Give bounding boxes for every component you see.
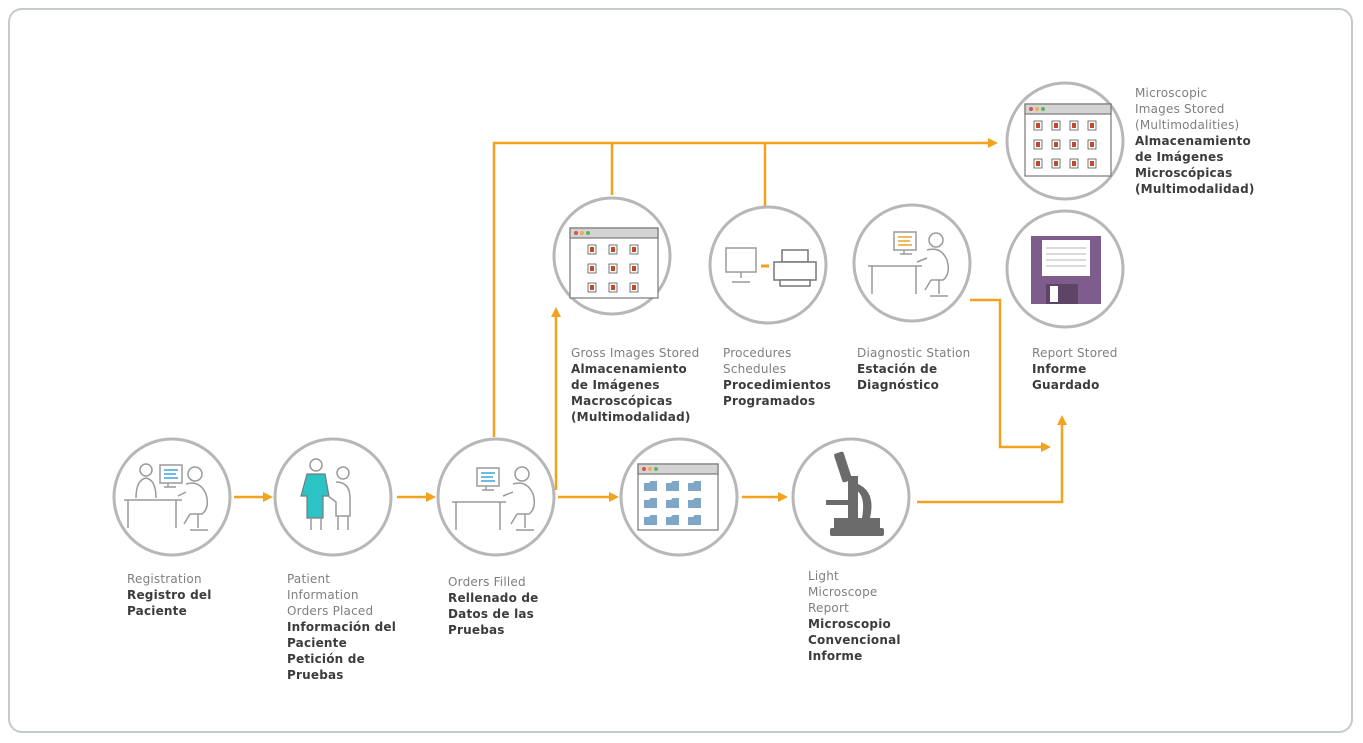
- node-procedures: [708, 205, 828, 325]
- registration-es-text: Registro del Paciente: [127, 588, 212, 618]
- node-registration: [112, 437, 232, 557]
- patient-and-nurse-icon: [300, 458, 351, 530]
- node-folder-window: [619, 437, 739, 557]
- clerk-at-desk-icon: [124, 463, 209, 531]
- label-gross-images: Gross Images Stored Almacenamiento de Im…: [571, 345, 699, 425]
- label-procedures: Procedures Schedules Procedimientos Prog…: [723, 345, 831, 409]
- gross-images-es-text: Almacenamiento de Imágenes Macroscópicas…: [571, 362, 691, 424]
- folder-window-icon: [637, 463, 719, 531]
- node-report-stored: [1005, 209, 1125, 329]
- arrow-orders-to-microscopic: [492, 138, 998, 437]
- registration-en-text: Registration: [127, 572, 202, 586]
- gross-images-en-text: Gross Images Stored: [571, 346, 700, 360]
- patient-info-es-text: Información del Paciente Petición de Pru…: [287, 620, 397, 682]
- diagnostic-es-text: Estación de Diagnóstico: [857, 362, 940, 392]
- label-microscopic-images: Microscopic Images Stored (Multimodaliti…: [1135, 85, 1255, 197]
- microscope-icon: [826, 451, 884, 536]
- flow-arrows: [234, 138, 1067, 504]
- procedures-en-text: Procedures Schedules: [723, 346, 792, 376]
- computer-and-printer-icon: [725, 247, 817, 287]
- node-patient-info: [273, 437, 393, 557]
- arrow-microscope-to-report: [917, 415, 1067, 504]
- procedures-es-text: Procedimientos Programados: [723, 378, 832, 408]
- registration-circle: [112, 437, 232, 557]
- orders-filled-circle: [436, 437, 556, 557]
- label-report-stored: Report Stored Informe Guardado: [1032, 345, 1118, 393]
- light-microscope-es-text: Microscopio Convencional Informe: [808, 617, 901, 663]
- diagnostician-at-desk-icon: [868, 231, 950, 297]
- label-registration: Registration Registro del Paciente: [127, 571, 212, 619]
- diagnostic-en-text: Diagnostic Station: [857, 346, 971, 360]
- report-stored-en-text: Report Stored: [1032, 346, 1118, 360]
- node-orders-filled: [436, 437, 556, 557]
- node-light-microscope: [791, 437, 911, 557]
- light-microscope-en-text: Light Microscope Report: [808, 569, 878, 615]
- diagram-frame: [8, 8, 1353, 733]
- report-stored-es-text: Informe Guardado: [1032, 362, 1100, 392]
- label-orders-filled: Orders Filled Rellenado de Datos de las …: [448, 574, 539, 638]
- arrow-diagnostic-to-report: [970, 298, 1051, 452]
- label-diagnostic: Diagnostic Station Estación de Diagnósti…: [857, 345, 970, 393]
- microscopic-images-es-text: Almacenamiento de Imágenes Microscópicas…: [1135, 134, 1255, 196]
- node-diagnostic: [852, 203, 972, 323]
- label-light-microscope: Light Microscope Report Microscopio Conv…: [808, 568, 901, 664]
- technician-at-desk-icon: [452, 466, 536, 531]
- label-patient-info: Patient Information Orders Placed Inform…: [287, 571, 396, 683]
- node-gross-images: [552, 196, 672, 316]
- diagnostic-circle: [852, 203, 972, 323]
- orders-filled-en-text: Orders Filled: [448, 575, 526, 589]
- node-microscopic-images: [1005, 81, 1125, 201]
- orders-filled-es-text: Rellenado de Datos de las Pruebas: [448, 591, 539, 637]
- floppy-disk-icon: [1031, 236, 1101, 304]
- patient-info-en-text: Patient Information Orders Placed: [287, 572, 374, 618]
- microscopic-images-en-text: Microscopic Images Stored (Multimodaliti…: [1135, 86, 1240, 132]
- image-grid-window-icon: [1024, 103, 1112, 177]
- patient-info-circle: [273, 437, 393, 557]
- image-grid-window-icon: [569, 227, 659, 299]
